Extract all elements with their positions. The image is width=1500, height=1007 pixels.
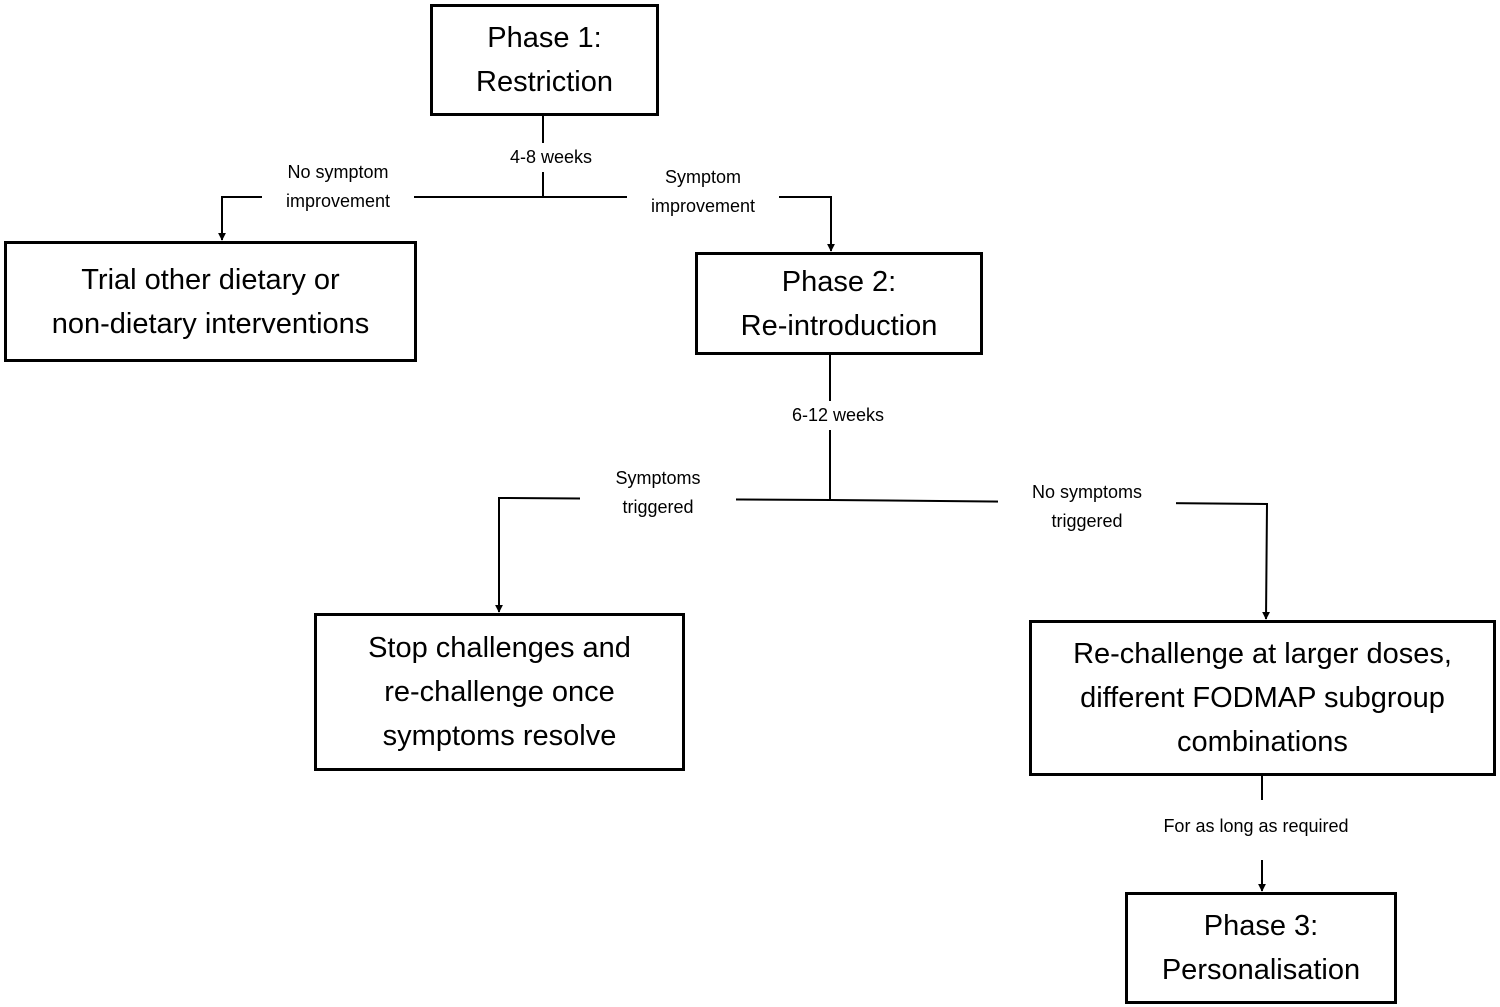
arrow-to-trial [218,196,543,241]
phase3-personalisation-box: Phase 3: Personalisation [1125,892,1397,1004]
arrow-to-rechallenge [829,499,1271,620]
rechallenge-box: Re-challenge at larger doses, different … [1029,620,1496,776]
phase2-reintroduction-box: Phase 2: Re-introduction [695,252,983,355]
branch-label-symptoms-triggered: Symptoms triggered [580,464,736,522]
trial-other-interventions-box: Trial other dietary or non-dietary inter… [4,241,417,362]
duration-label-for-as-long-as-required: For as long as required [1128,812,1384,841]
branch-label-no-symptom-improvement: No symptom improvement [262,158,414,216]
duration-label-4-8-weeks: 4-8 weeks [495,143,607,172]
branch-label-symptom-improvement: Symptom improvement [627,163,779,221]
stop-challenges-box: Stop challenges and re-challenge once sy… [314,613,685,771]
phase1-restriction-box: Phase 1: Restriction [430,4,659,116]
branch-label-no-symptoms-triggered: No symptoms triggered [998,478,1176,536]
duration-label-6-12-weeks: 6-12 weeks [770,401,906,430]
